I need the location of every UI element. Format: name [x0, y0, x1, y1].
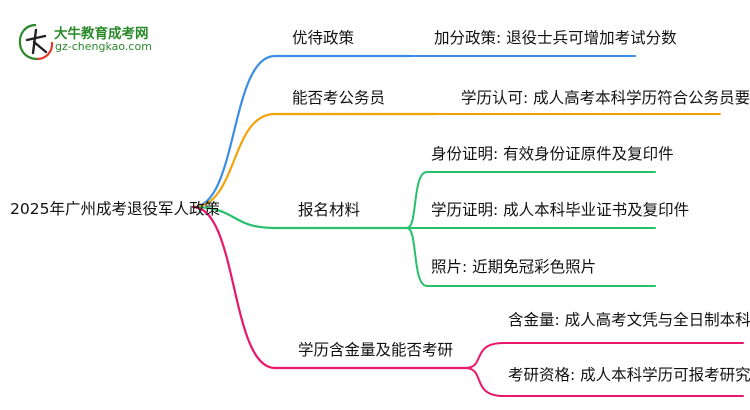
leaf-degree-recognition: 学历认可: 成人高考本科学历符合公务员要求 — [461, 89, 750, 107]
branch-connector — [191, 205, 277, 230]
branch-connector — [191, 112, 277, 209]
branch-label-civil-service: 能否考公务员 — [292, 89, 386, 107]
logo-icon — [18, 23, 54, 61]
leaf-connector — [464, 342, 505, 369]
branch-connector — [191, 205, 277, 370]
branch-label-materials: 报名材料 — [298, 201, 361, 219]
logo-title: 大牛教育成考网 — [54, 26, 149, 42]
leaf-connector — [406, 227, 428, 287]
branch-connector — [191, 54, 277, 209]
leaf-degree-value: 含金量: 成人高考文凭与全日制本科同等 — [508, 311, 750, 329]
leaf-photo: 照片: 近期免冠彩色照片 — [431, 258, 597, 276]
logo-url: gz-chengkao.com — [55, 40, 152, 53]
leaf-identity-proof: 身份证明: 有效身份证原件及复印件 — [431, 145, 674, 163]
brand-logo: 大牛教育成考网 gz-chengkao.com — [8, 12, 178, 62]
branch-label-preferential: 优待政策 — [292, 29, 355, 47]
root-node: 2025年广州成考退役军人政策 — [10, 200, 220, 218]
leaf-degree-proof: 学历证明: 成人本科毕业证书及复印件 — [431, 201, 690, 219]
leaf-bonus-points: 加分政策: 退役士兵可增加考试分数 — [434, 29, 677, 47]
leaf-connector — [464, 367, 505, 397]
leaf-connector — [406, 171, 428, 229]
leaf-postgrad-eligibility: 考研资格: 成人本科学历可报考研究生 — [508, 366, 750, 384]
branch-label-value-postgrad: 学历含金量及能否考研 — [298, 341, 454, 359]
